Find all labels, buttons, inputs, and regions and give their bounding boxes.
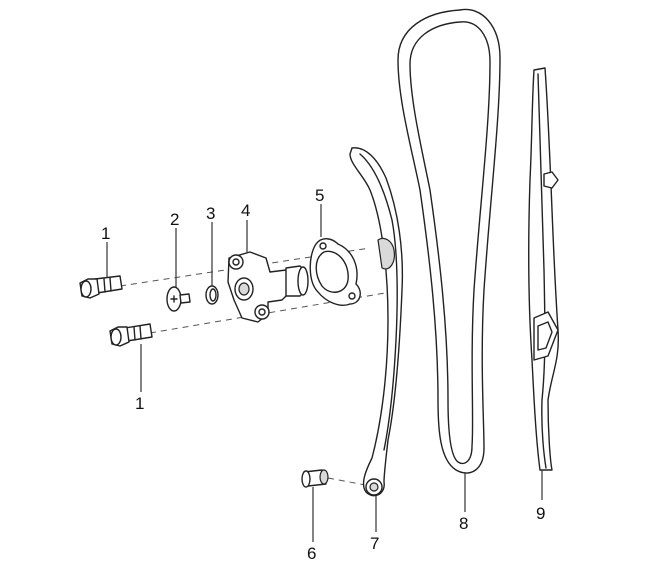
chain-guide (527, 67, 560, 471)
timing-chain (397, 8, 501, 474)
bolt-upper (79, 275, 123, 299)
callout-8: 8 (459, 514, 468, 533)
callout-7: 7 (370, 534, 379, 553)
callout-3: 3 (206, 204, 215, 223)
callout-1-bottom: 1 (135, 394, 144, 413)
screw-plug (166, 286, 191, 312)
callout-5: 5 (315, 186, 324, 205)
callout-1-top: 1 (101, 224, 110, 243)
callout-2: 2 (170, 210, 179, 229)
o-ring (205, 285, 219, 305)
tensioner-rail (349, 147, 404, 497)
callout-9: 9 (536, 504, 545, 523)
gasket (309, 238, 361, 306)
bolt-lower (109, 323, 153, 347)
callout-4: 4 (241, 201, 250, 220)
callout-6: 6 (307, 544, 316, 563)
pivot-bushing (301, 469, 329, 488)
chain-tensioner (227, 251, 309, 323)
assembly-axis-pivot (327, 477, 377, 488)
